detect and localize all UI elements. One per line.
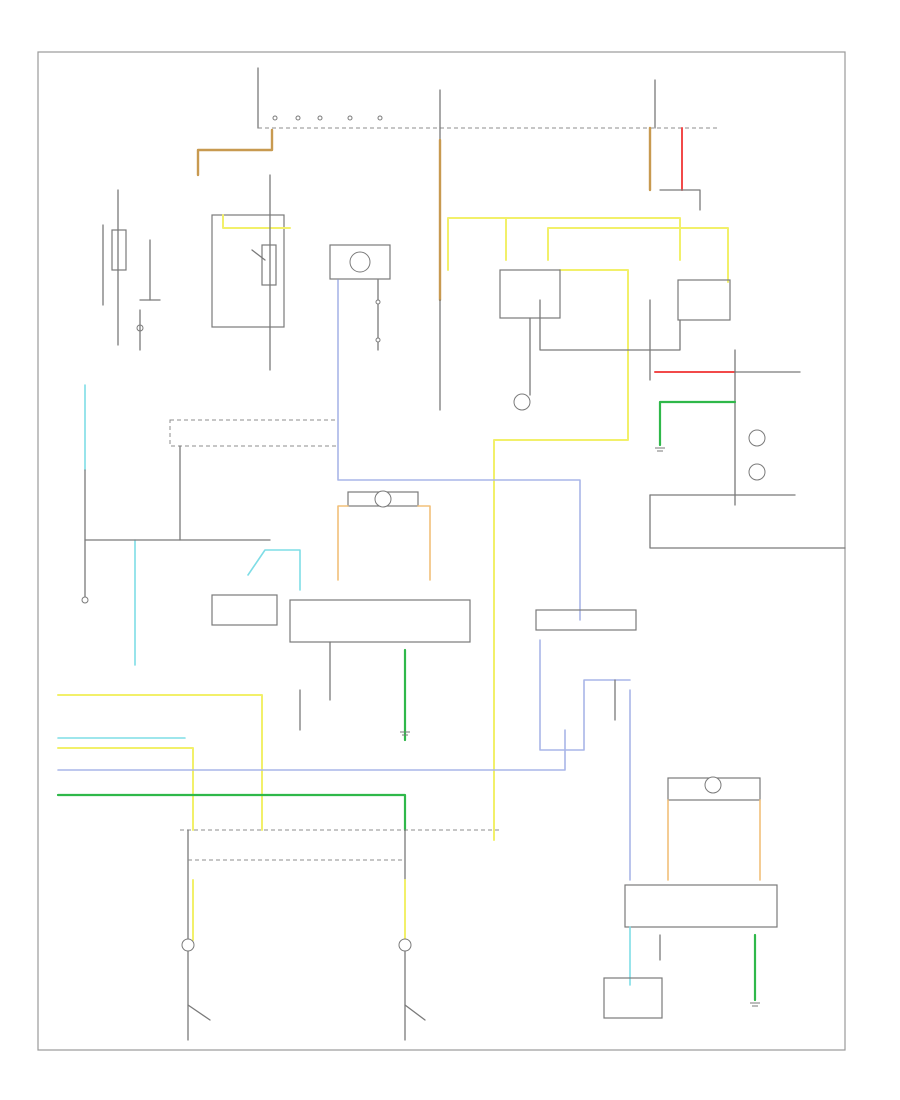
blue-wire-center — [337, 279, 581, 621]
right-rear-lamp-assembly — [398, 938, 426, 1021]
mid-dash-block — [169, 419, 339, 447]
yellow-harness-top — [447, 217, 681, 271]
hazard-flasher — [329, 244, 391, 351]
right-center-module — [535, 609, 637, 881]
fuse-block — [257, 67, 720, 141]
left-front-lamp — [337, 490, 431, 581]
left-rear-lamp-assembly — [181, 938, 211, 1021]
diagram-frame — [37, 51, 846, 1051]
turn-signal-switch — [499, 269, 681, 411]
combination-switch — [649, 279, 731, 381]
bottom-right-module — [603, 776, 778, 1019]
yellow-harness-left — [57, 694, 263, 831]
light-green-mid — [247, 549, 301, 591]
rear-side-marker — [748, 429, 766, 481]
park-lamp-relay — [211, 174, 291, 371]
instrument-cluster — [649, 494, 846, 549]
ground-symbols — [400, 447, 760, 1007]
feed-wire-brown — [196, 128, 274, 177]
fuse-block-pins — [272, 115, 383, 121]
brake-switch — [102, 189, 161, 351]
bottom-connector — [180, 829, 500, 1041]
right-front-lamp — [289, 599, 471, 742]
